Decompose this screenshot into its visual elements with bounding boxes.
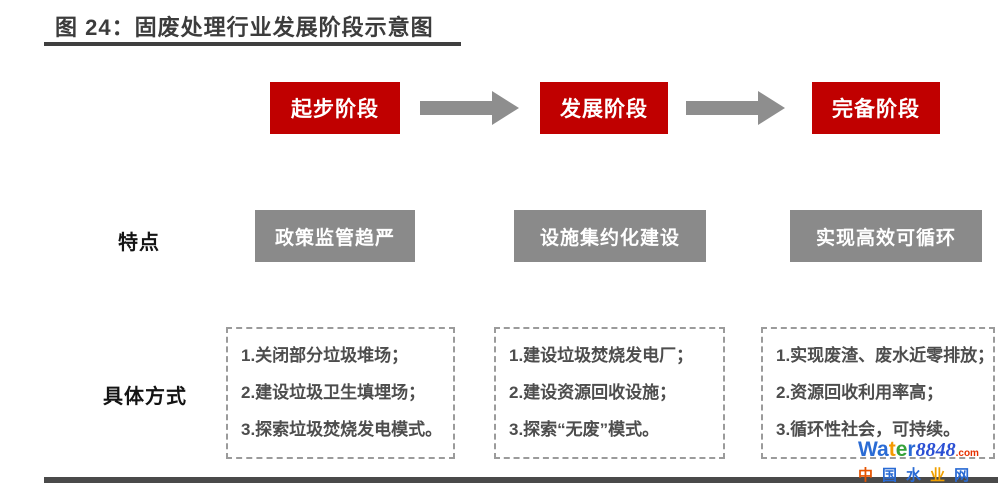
right-arrow-icon	[420, 91, 519, 125]
watermark-letter: W	[858, 438, 878, 461]
watermark-char: 业	[930, 467, 946, 484]
figure-title: 图 24：固废处理行业发展阶段示意图	[55, 15, 434, 40]
watermark-brand: Water8848.com	[858, 439, 998, 465]
method-item: 1.实现废渣、废水近零排放；	[776, 346, 995, 365]
watermark-char: 网	[954, 467, 970, 484]
method-item: 3.探索“无废”模式。	[509, 420, 660, 439]
method-box-2: 1.建设垃圾焚烧发电厂； 2.建设资源回收设施； 3.探索“无废”模式。	[494, 327, 725, 459]
watermark-site-name: 中国水业网	[858, 467, 998, 484]
watermark-char: 中	[858, 467, 874, 484]
method-item: 3.循环性社会，可持续。	[776, 420, 961, 439]
feature-label: 实现高效可循环	[815, 227, 956, 249]
stage-box-development: 发展阶段	[540, 82, 668, 134]
watermark-letter: e	[895, 438, 908, 461]
title-underline	[44, 42, 461, 46]
stage-label: 发展阶段	[560, 98, 648, 121]
watermark-char: 国	[882, 467, 898, 484]
feature-box-1: 政策监管趋严	[255, 210, 415, 262]
watermark-letter: t	[888, 438, 896, 461]
method-box-3: 1.实现废渣、废水近零排放； 2.资源回收利用率高； 3.循环性社会，可持续。	[761, 327, 995, 459]
method-item: 1.建设垃圾焚烧发电厂；	[509, 346, 694, 365]
watermark-letter: a	[877, 438, 889, 461]
feature-box-3: 实现高效可循环	[790, 210, 982, 262]
stage-label: 完备阶段	[832, 98, 920, 121]
features-row-label: 特点	[118, 232, 160, 254]
watermark-tld: .com	[955, 448, 979, 459]
method-item: 3.探索垃圾焚烧发电模式。	[241, 420, 443, 439]
stage-box-initial: 起步阶段	[270, 82, 400, 134]
method-item: 1.关闭部分垃圾堆场；	[241, 346, 409, 365]
watermark-char: 水	[906, 467, 922, 484]
feature-box-2: 设施集约化建设	[514, 210, 706, 262]
feature-label: 政策监管趋严	[274, 227, 395, 249]
bottom-rule	[44, 477, 998, 483]
method-item: 2.建设资源回收设施；	[509, 383, 677, 402]
method-item: 2.资源回收利用率高；	[776, 383, 944, 402]
watermark-letter: r	[907, 438, 916, 461]
watermark: Water8848.com 中国水业网	[858, 439, 998, 485]
method-box-1: 1.关闭部分垃圾堆场； 2.建设垃圾卫生填埋场； 3.探索垃圾焚烧发电模式。	[226, 327, 455, 459]
stage-label: 起步阶段	[291, 98, 379, 121]
watermark-number: 8848	[915, 439, 956, 461]
methods-row-label: 具体方式	[103, 386, 187, 408]
stage-box-complete: 完备阶段	[812, 82, 940, 134]
feature-label: 设施集约化建设	[539, 227, 680, 249]
right-arrow-icon	[686, 91, 785, 125]
method-item: 2.建设垃圾卫生填埋场；	[241, 383, 426, 402]
